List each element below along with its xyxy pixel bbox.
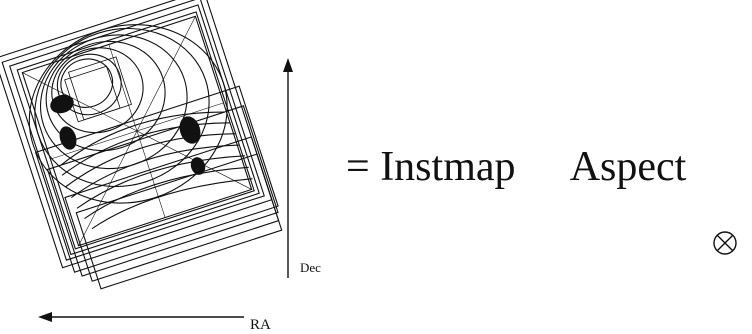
dec-axis-label: Dec (300, 260, 321, 275)
aspect-term: Aspect (569, 144, 687, 190)
equation: = Instmap Aspect (346, 146, 686, 188)
instmap-term: Instmap (380, 144, 516, 190)
circled-times-icon (713, 231, 737, 255)
dec-axis-arrow (283, 58, 293, 278)
equals-sign: = (346, 144, 370, 190)
ra-axis-arrow (38, 312, 244, 322)
ra-axis-label: RA (250, 317, 271, 333)
instmap-image (0, 0, 283, 290)
